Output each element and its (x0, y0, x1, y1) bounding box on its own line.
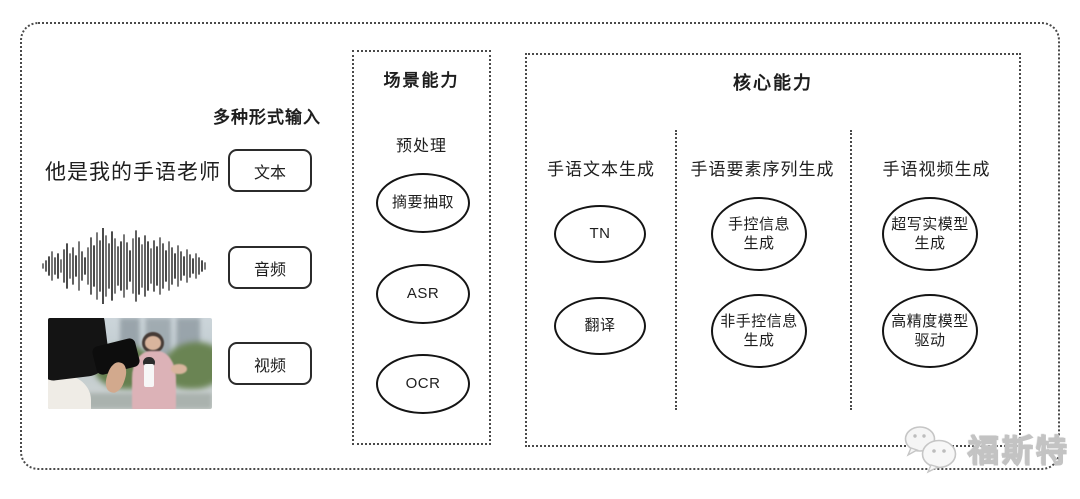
input-type-audio-box: 音频 (228, 246, 312, 289)
outer-dotted-border (20, 22, 1060, 470)
input-type-audio-label: 音频 (253, 261, 286, 279)
video-microphone-top (143, 357, 155, 369)
preprocess-label: 预处理 (395, 138, 447, 155)
audio-waveform-icon (42, 228, 206, 304)
node-translation: 翻译 (554, 297, 646, 355)
node-asr: ASR (376, 264, 470, 324)
node-non-manual-info-generation: 非手控信息 生成 (711, 294, 807, 368)
input-section-title: 多种形式输入 (213, 108, 321, 127)
core-capability-title: 核心能力 (733, 73, 813, 93)
watermark-text: 福斯特 (967, 433, 1070, 469)
video-reporter-face (144, 336, 162, 350)
scene-capability-title: 场景能力 (383, 71, 460, 90)
core-column-divider-1 (675, 130, 677, 410)
text-input-sample: 他是我的手语老师 (45, 161, 221, 184)
column-header-sign-element-sequence-generation: 手语要素序列生成 (690, 160, 835, 179)
input-type-video-label: 视频 (253, 357, 286, 375)
node-tn: TN (554, 205, 646, 263)
node-summary-extraction: 摘要抽取 (376, 173, 470, 233)
node-manual-info-generation: 手控信息 生成 (711, 197, 807, 271)
input-type-text-box: 文本 (228, 149, 312, 192)
node-hyperrealistic-model-generation: 超写实模型 生成 (882, 197, 978, 271)
video-microphone (143, 363, 154, 388)
column-header-sign-text-generation: 手语文本生成 (547, 160, 655, 179)
node-high-precision-model-driving: 高精度模型 驱动 (882, 294, 978, 368)
video-input-thumbnail (48, 318, 212, 409)
core-capability-box: 核心能力 手语文本生成 手语要素序列生成 手语视频生成 TN 翻译 手控信息 生… (525, 53, 1021, 447)
input-type-text-label: 文本 (253, 164, 286, 182)
video-reporter-hand (171, 363, 188, 374)
core-column-divider-2 (850, 130, 852, 410)
node-ocr: OCR (376, 354, 470, 414)
scene-capability-box: 场景能力 预处理 摘要抽取 ASR OCR (352, 50, 491, 445)
watermark: 福斯特 (898, 422, 1070, 474)
wechat-icon (904, 426, 957, 474)
column-header-sign-video-generation: 手语视频生成 (882, 160, 991, 179)
input-type-video-box: 视频 (228, 342, 312, 385)
